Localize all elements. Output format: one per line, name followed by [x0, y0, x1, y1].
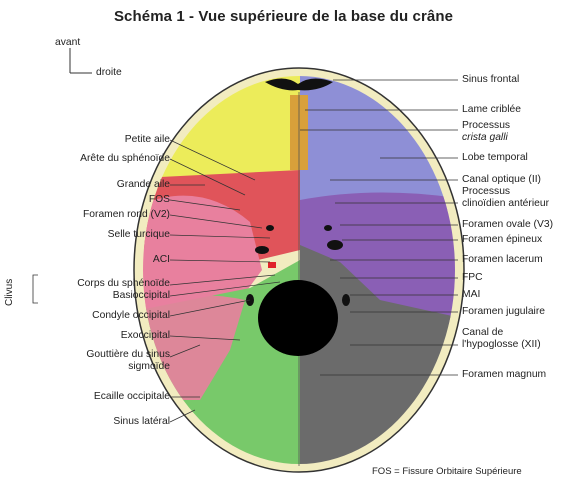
label-foramen-magnum: Foramen magnum: [462, 369, 547, 380]
label-corps-sphenoide: Corps du sphénoïde: [77, 278, 170, 289]
frontal-sinus: [265, 78, 333, 91]
label-foramen-jugulaire: Foramen jugulaire: [462, 306, 545, 317]
label-crista-galli: crista galli: [462, 132, 508, 143]
label-droite: droite: [96, 67, 122, 78]
label-gouttiere-l2: sigmoïde: [128, 361, 170, 372]
label-fpc: FPC: [462, 272, 483, 283]
label-grande-aile: Grande aile: [116, 179, 170, 190]
temporal-region-left: [143, 195, 262, 320]
label-foramen-rond: Foramen rond (V2): [83, 209, 170, 220]
label-petite-aile: Petite aile: [124, 134, 170, 145]
label-processus-clin-l2: clinoïdien antérieur: [462, 198, 550, 209]
page-title: Schéma 1 - Vue supérieure de la base du …: [113, 8, 454, 25]
label-foramen-lacerum: Foramen lacerum: [462, 254, 543, 265]
label-gouttiere-l1: Gouttière du sinus: [86, 349, 170, 360]
label-selle-turcique: Selle turcique: [107, 229, 170, 240]
temporal-region-right: [300, 192, 455, 330]
label-lobe-temporal: Lobe temporal: [462, 152, 528, 163]
label-lame-criblee: Lame criblée: [462, 104, 521, 115]
orientation-indicator: [69, 48, 92, 74]
label-ecaille-occipitale: Ecaille occipitale: [93, 391, 170, 402]
label-canal-optique: Canal optique (II): [462, 174, 541, 185]
footnote: FOS = Fissure Orbitaire Supérieure: [372, 466, 522, 477]
label-sinus-lateral: Sinus latéral: [113, 416, 170, 427]
label-fos: FOS: [148, 194, 170, 205]
label-sinus-frontal: Sinus frontal: [462, 74, 520, 85]
label-avant: avant: [55, 37, 81, 48]
label-foramen-epineux: Foramen épineux: [462, 234, 543, 245]
label-processus-clin-l1: Processus: [462, 186, 511, 197]
label-clivus: Clivus: [4, 278, 15, 306]
leader-lines: [169, 79, 458, 423]
label-canal-hypoglosse-l1: Canal de: [462, 327, 504, 338]
label-exoccipital: Exoccipital: [120, 330, 170, 341]
label-processus: Processus: [462, 120, 511, 131]
label-mai: MAI: [462, 289, 481, 300]
label-aci: ACI: [152, 254, 170, 265]
foramen-magnum: [258, 280, 338, 356]
label-foramen-ovale: Foramen ovale (V3): [462, 219, 553, 230]
label-condyle-occipital: Condyle occipital: [92, 310, 170, 321]
label-canal-hypoglosse-l2: l'hypoglosse (XII): [462, 339, 541, 350]
label-basioccipital: Basioccipital: [112, 290, 170, 301]
label-arete-sphenoide: Arête du sphénoïde: [80, 153, 170, 164]
